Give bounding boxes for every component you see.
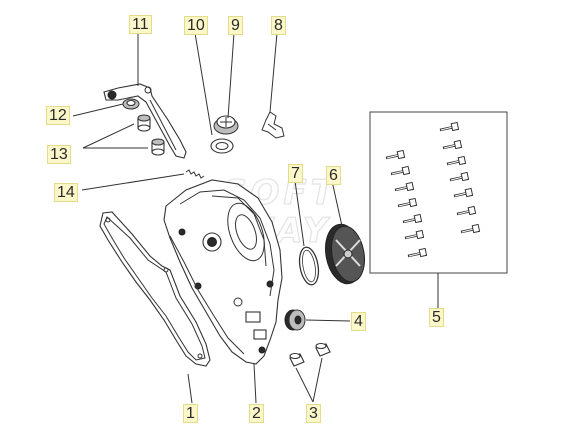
bolt-1 — [385, 149, 406, 160]
callout-7: 7 — [288, 164, 303, 183]
callout-12: 12 — [46, 106, 70, 125]
part-12-ring — [122, 98, 140, 110]
part-3-dowel-pins — [289, 342, 331, 367]
bolt-2 — [390, 165, 411, 176]
part-2-clutch-cover — [163, 179, 283, 365]
bolt-8 — [439, 121, 460, 132]
callout-9: 9 — [228, 16, 243, 35]
bolt-5 — [402, 213, 423, 224]
part-7-o-ring — [298, 246, 320, 286]
bolt-14 — [460, 223, 481, 234]
bolt-3 — [394, 181, 415, 192]
bolt-4 — [397, 197, 418, 208]
callout-4: 4 — [351, 312, 366, 331]
callout-5: 5 — [429, 308, 444, 327]
leader-lines — [72, 32, 439, 404]
callout-14: 14 — [54, 183, 78, 202]
part-5-bolt-set — [369, 111, 508, 274]
callout-1: 1 — [183, 404, 198, 423]
bolt-13 — [456, 205, 477, 216]
callout-11: 11 — [129, 15, 152, 34]
bolt-12 — [453, 187, 474, 198]
bolt-7 — [407, 247, 428, 258]
callout-13: 13 — [47, 145, 71, 164]
part-9-filler-cap — [213, 115, 239, 135]
part-8-clip — [261, 111, 285, 139]
callout-2: 2 — [249, 404, 264, 423]
part-10-washer — [210, 138, 234, 154]
callout-6: 6 — [326, 166, 341, 185]
part-4-plug — [284, 309, 306, 331]
bolt-6 — [404, 229, 425, 240]
bolt-9 — [442, 139, 463, 150]
part-6-cover-plate — [325, 223, 365, 285]
callout-3: 3 — [306, 404, 321, 423]
callout-10: 10 — [184, 16, 208, 35]
part-13-bushings — [137, 114, 165, 156]
bolt-11 — [449, 171, 470, 182]
bolt-10 — [446, 155, 467, 166]
part-1-gasket — [99, 211, 211, 367]
callout-8: 8 — [271, 16, 286, 35]
part-11-lever-arm — [103, 83, 187, 159]
part-14-spring — [185, 169, 205, 179]
